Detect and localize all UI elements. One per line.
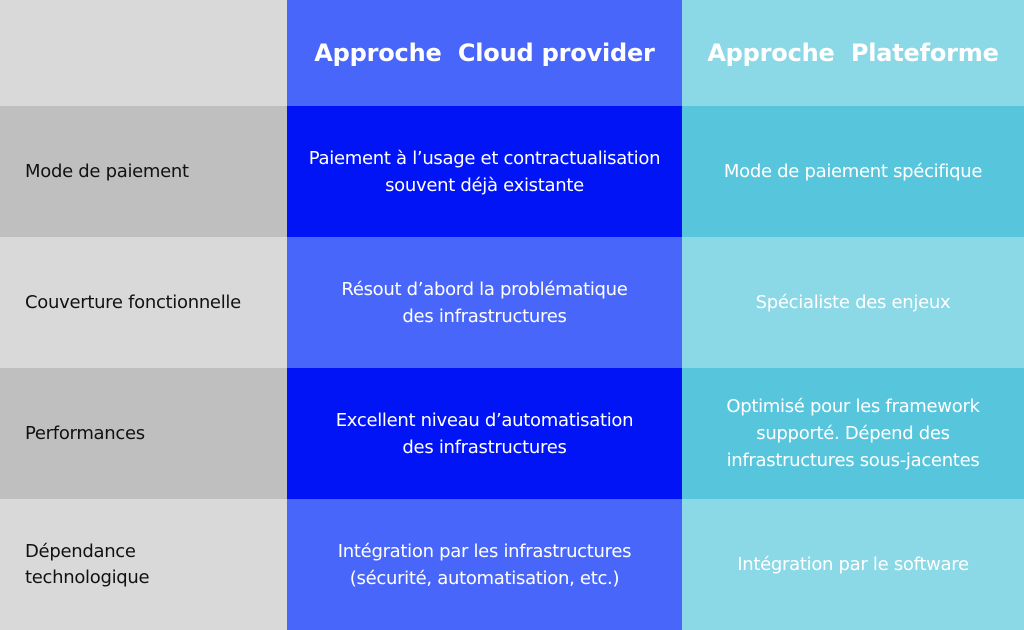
row-label-mode-de-paiement: Mode de paiement: [0, 106, 287, 237]
cloud-cell-mode-de-paiement: Paiement à l’usage et contractualisation…: [287, 106, 682, 237]
header-plateforme: Approche Plateforme: [682, 0, 1024, 106]
header-empty-cell: [0, 0, 287, 106]
plateforme-cell-text: Spécialiste des enjeux: [755, 292, 951, 313]
row-label-text: Couverture fonctionnelle: [25, 291, 241, 313]
plateforme-cell-performances: Optimisé pour les framework supporté. Dé…: [682, 368, 1024, 499]
row-label-performances: Performances: [0, 368, 287, 499]
plateforme-cell-text: Optimisé pour les framework supporté. Dé…: [726, 396, 980, 471]
row-label-text: Performances: [25, 422, 145, 444]
plateforme-cell-mode-de-paiement: Mode de paiement spécifique: [682, 106, 1024, 237]
cloud-cell-text: Résout d’abord la problématique des infr…: [341, 278, 628, 327]
header-plateforme-text: Approche Plateforme: [707, 39, 999, 67]
row-label-couverture-fonctionnelle: Couverture fonctionnelle: [0, 237, 287, 368]
cloud-cell-couverture-fonctionnelle: Résout d’abord la problématique des infr…: [287, 237, 682, 368]
header-cloud-provider-text: Approche Cloud provider: [314, 39, 655, 67]
plateforme-cell-couverture-fonctionnelle: Spécialiste des enjeux: [682, 237, 1024, 368]
cloud-cell-text: Intégration par les infrastructures (séc…: [337, 540, 632, 589]
cloud-cell-text: Paiement à l’usage et contractualisation…: [308, 147, 661, 196]
row-label-dependance-technologique: Dépendance technologique: [0, 499, 287, 630]
cloud-cell-dependance-technologique: Intégration par les infrastructures (séc…: [287, 499, 682, 630]
cloud-cell-text: Excellent niveau d’automatisation des in…: [335, 409, 634, 458]
cloud-cell-performances: Excellent niveau d’automatisation des in…: [287, 368, 682, 499]
plateforme-cell-text: Mode de paiement spécifique: [723, 161, 983, 182]
plateforme-cell-dependance-technologique: Intégration par le software: [682, 499, 1024, 630]
row-label-text: Mode de paiement: [25, 160, 189, 182]
row-label-text: Dépendance technologique: [25, 540, 150, 588]
header-cloud-provider: Approche Cloud provider: [287, 0, 682, 106]
plateforme-cell-text: Intégration par le software: [737, 554, 969, 575]
